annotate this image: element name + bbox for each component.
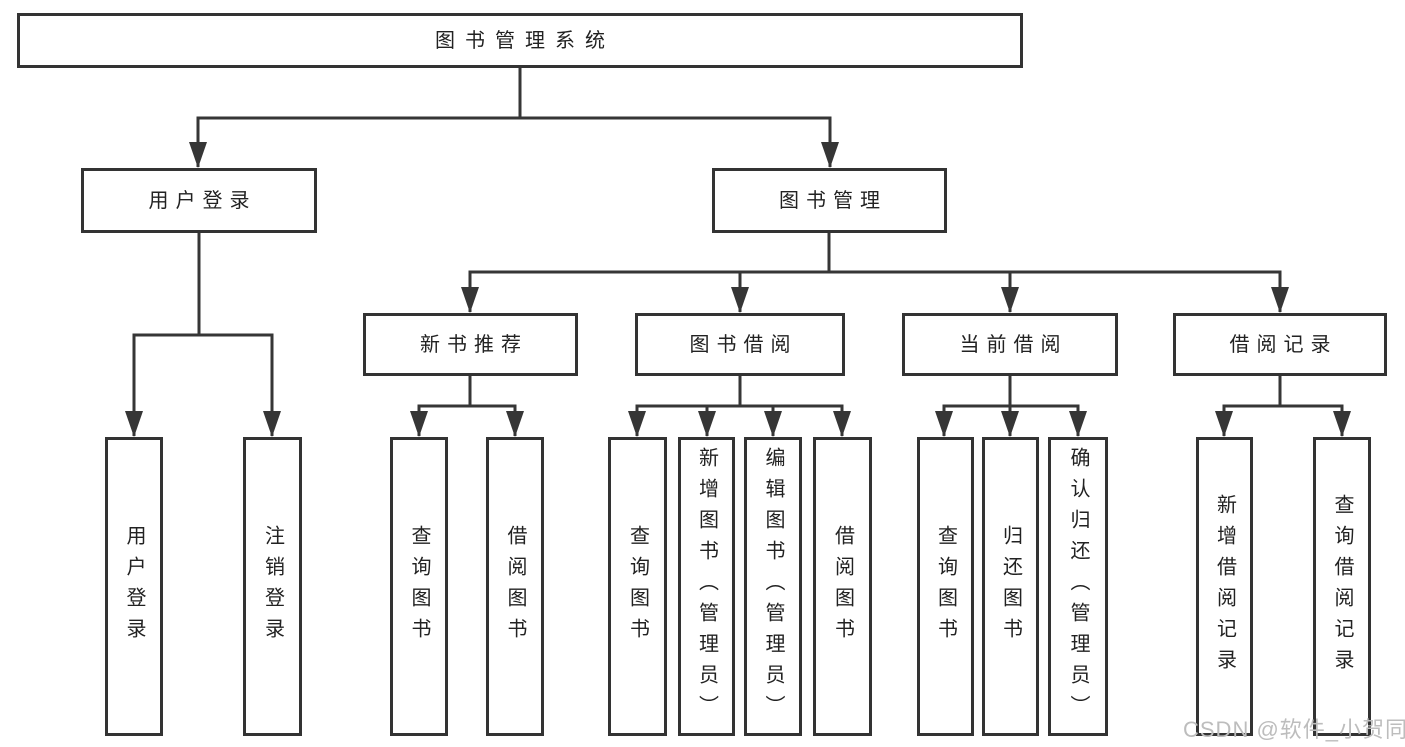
leaf-borrow-books-recommend-label: 借阅图书 [504,524,526,649]
node-book-management-label: 图书管理 [779,189,887,212]
node-user-login-label: 用户登录 [148,189,257,212]
leaf-borrow-books-recommend: 借阅图书 [486,437,544,736]
node-new-book-recommendation-label: 新书推荐 [420,333,528,356]
node-book-management: 图书管理 [712,168,947,233]
leaf-confirm-return-admin-label: 确认归还（管理员） [1067,447,1089,726]
leaf-borrow-books-borrowing-label: 借阅图书 [831,524,854,649]
node-library-system: 图书管理系统 [17,13,1023,68]
node-current-borrowing: 当前借阅 [902,313,1118,376]
node-borrowing-records: 借阅记录 [1173,313,1387,376]
leaf-add-borrow-record-label: 新增借阅记录 [1213,493,1236,680]
leaf-user-login-label: 用户登录 [123,524,145,649]
leaf-query-books-borrowing: 查询图书 [608,437,667,736]
arrowheads [125,142,1351,437]
leaf-logout-login: 注销登录 [243,437,302,736]
node-new-book-recommendation: 新书推荐 [363,313,578,376]
leaf-return-books-label: 归还图书 [999,524,1022,649]
leaf-add-borrow-record: 新增借阅记录 [1196,437,1253,736]
node-book-borrowing-label: 图书借阅 [689,333,798,356]
node-borrowing-records-label: 借阅记录 [1229,333,1338,356]
leaf-query-books-recommend-label: 查询图书 [408,524,430,649]
leaf-user-login: 用户登录 [105,437,163,736]
leaf-add-book-admin: 新增图书（管理员） [678,437,735,736]
leaf-query-borrow-record: 查询借阅记录 [1313,437,1371,736]
leaf-return-books: 归还图书 [982,437,1039,736]
leaf-logout-login-label: 注销登录 [261,524,284,649]
watermark: CSDN @软件_小贺同学 [1183,717,1405,742]
leaf-query-borrow-record-label: 查询借阅记录 [1331,493,1353,680]
node-book-borrowing: 图书借阅 [635,313,845,376]
leaf-add-book-admin-label: 新增图书（管理员） [695,447,718,726]
leaf-borrow-books-borrowing: 借阅图书 [813,437,872,736]
leaf-query-books-recommend: 查询图书 [390,437,448,736]
node-user-login: 用户登录 [81,168,317,233]
node-current-borrowing-label: 当前借阅 [959,333,1068,356]
leaf-edit-book-admin: 编辑图书（管理员） [744,437,802,736]
leaf-confirm-return-admin: 确认归还（管理员） [1048,437,1108,736]
leaf-edit-book-admin-label: 编辑图书（管理员） [762,447,784,726]
leaf-query-books-current-label: 查询图书 [934,524,957,649]
node-library-system-label: 图书管理系统 [435,29,615,52]
connector-lines [132,66,1344,436]
leaf-query-books-borrowing-label: 查询图书 [626,524,649,649]
leaf-query-books-current: 查询图书 [917,437,974,736]
